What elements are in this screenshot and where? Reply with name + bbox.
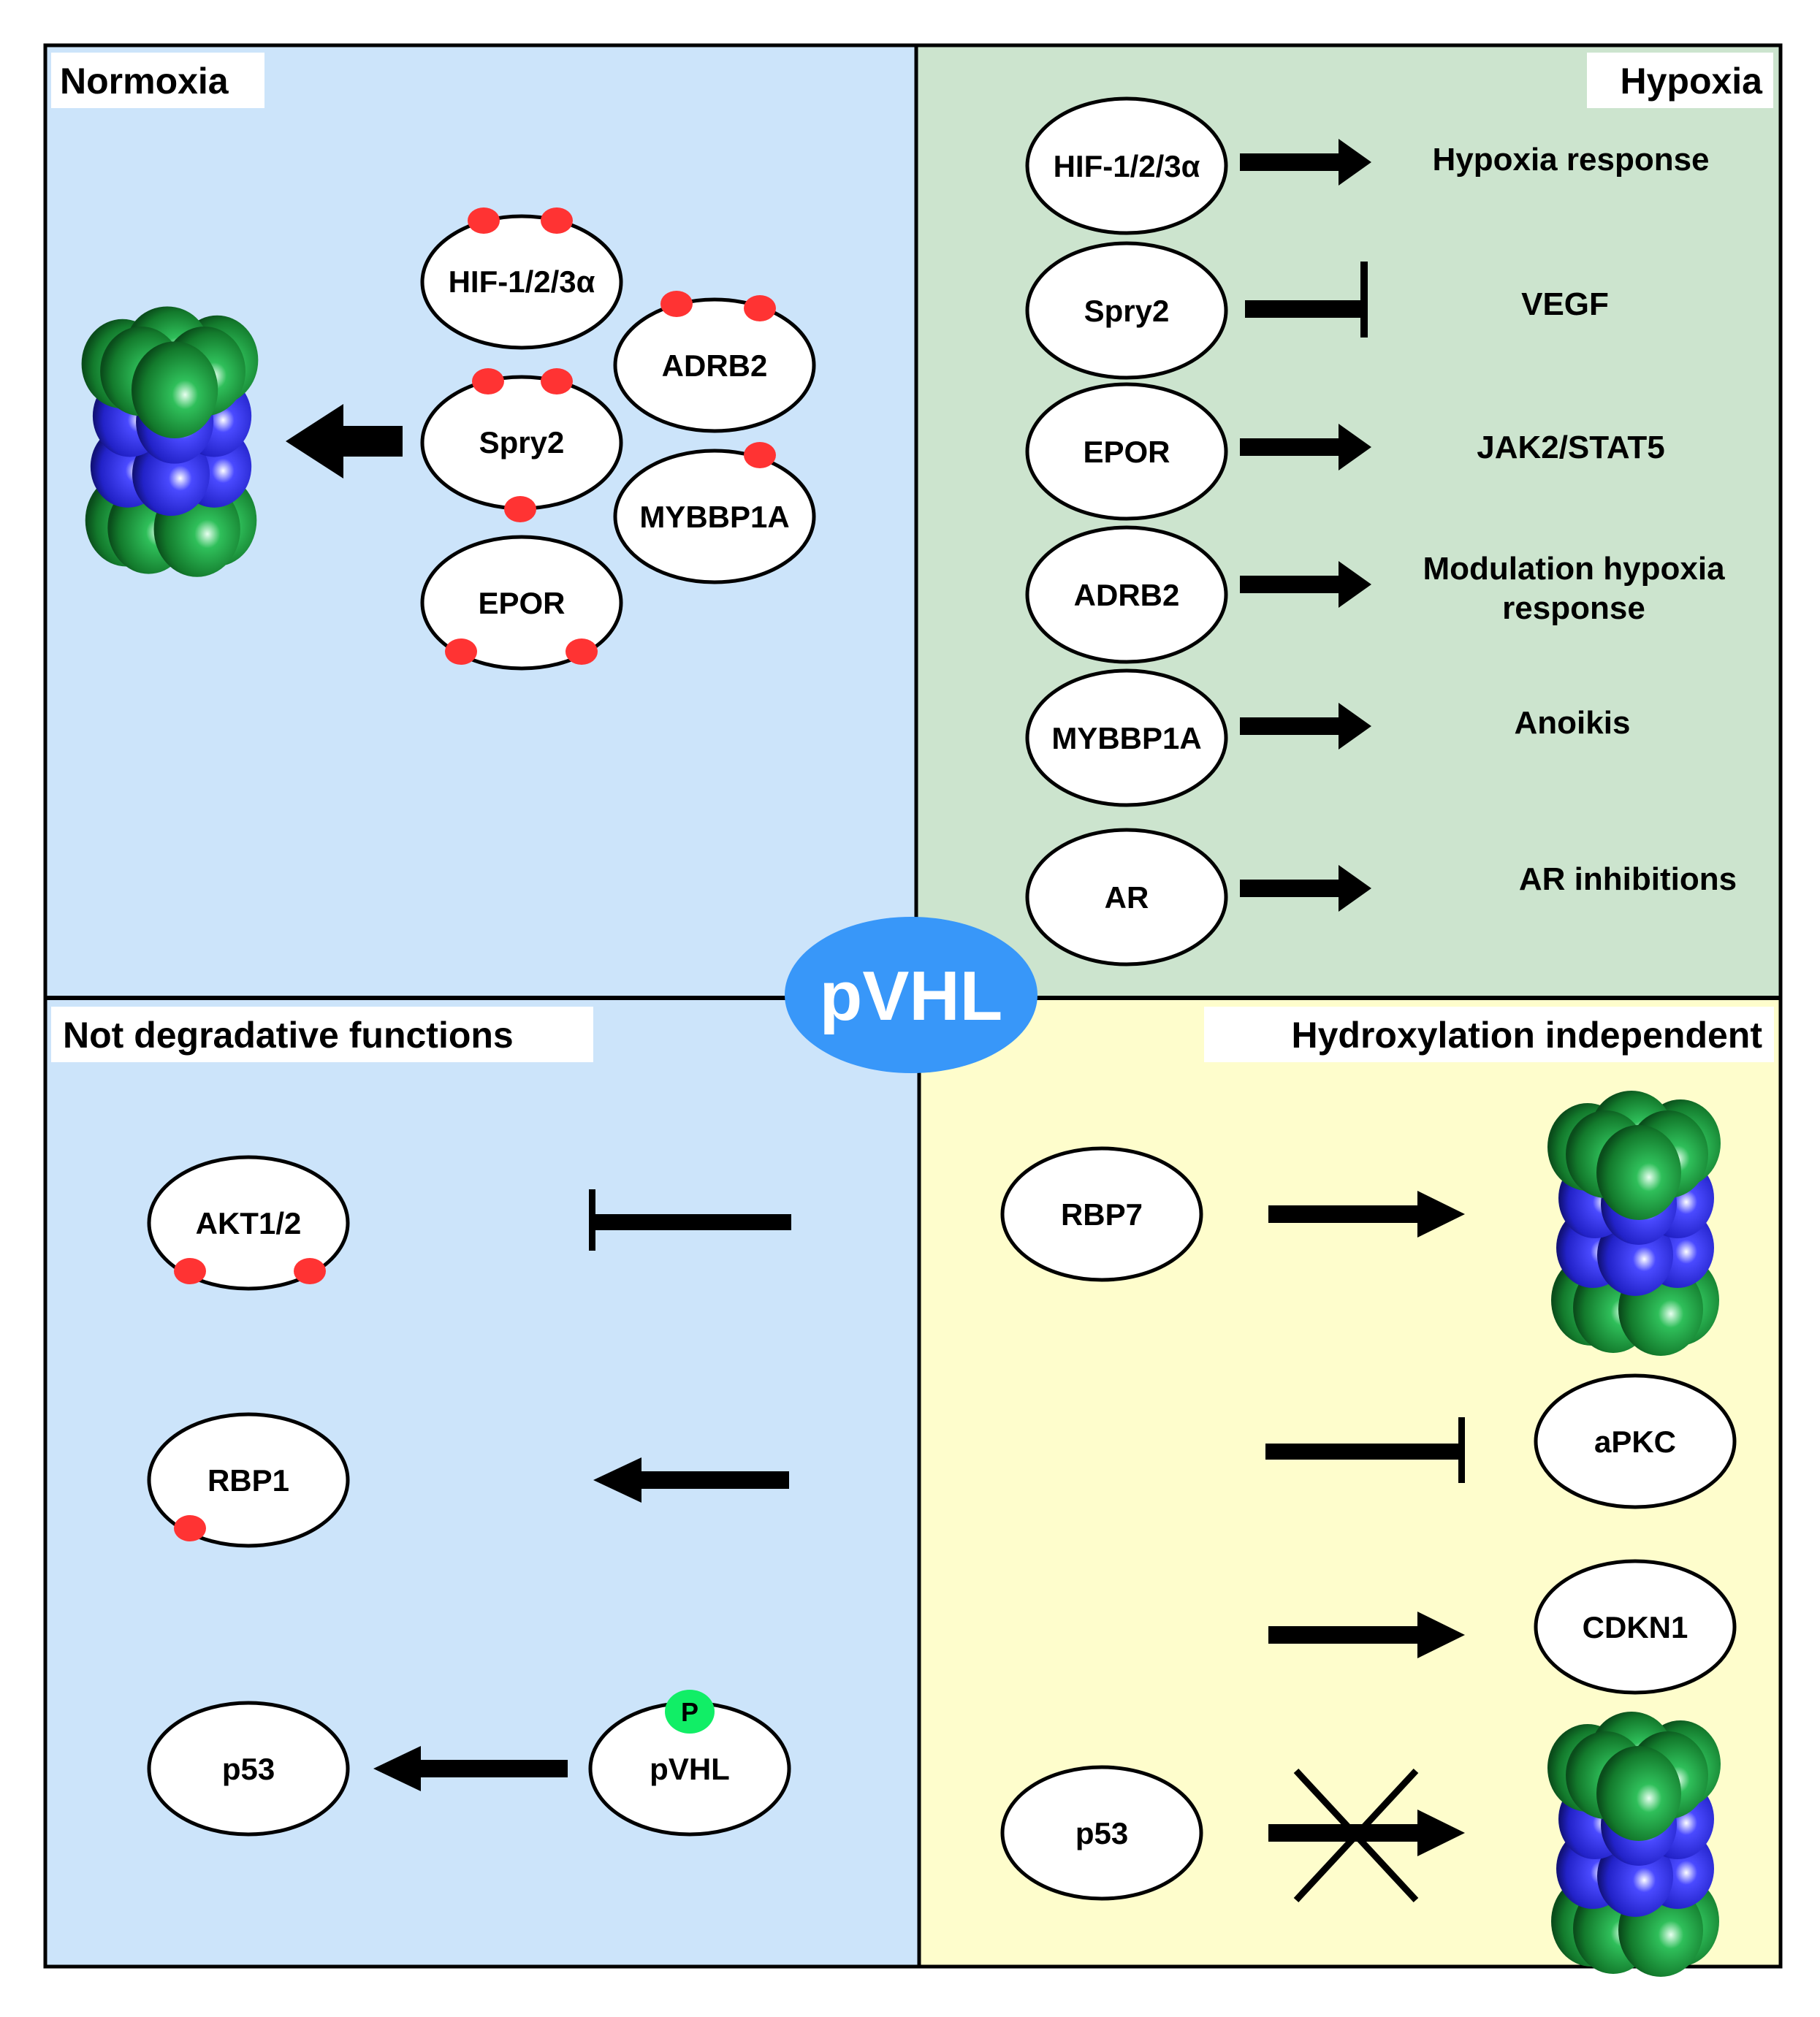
hi-row-cdkn1: CDKN1 [1268, 1559, 1737, 1695]
center-pvhl-label: pVHL [820, 957, 1003, 1035]
arrow-to-proteasome [286, 404, 403, 478]
inhibition-line [1265, 1444, 1461, 1460]
title-bg-hypoxia [1587, 53, 1773, 108]
blocked-arrow [1268, 1810, 1465, 1856]
title-bg-normoxia [51, 53, 264, 108]
hydroxyl-dot [294, 1258, 326, 1284]
protein-hif-normoxia: HIF-1/2/3α [420, 207, 623, 350]
hydroxyl-dot [541, 207, 573, 234]
hydroxyl-dot [744, 295, 776, 321]
hydroxyl-dot [472, 368, 504, 394]
protein-mybbp1a-normoxia: MYBBP1A [613, 442, 816, 584]
svg-text:EPOR: EPOR [1083, 435, 1170, 469]
hypoxia-row-epor: EPOR JAK2/STAT5 [1025, 382, 1665, 521]
hydroxyl-dot [566, 638, 598, 665]
svg-text:Spry2: Spry2 [1084, 294, 1170, 328]
protein-adrb2-normoxia: ADRB2 [613, 291, 816, 433]
activation-arrow [1240, 865, 1371, 912]
svg-text:ADRB2: ADRB2 [1074, 578, 1180, 612]
hydroxyl-dot [468, 207, 500, 234]
svg-text:MYBBP1A: MYBBP1A [639, 500, 789, 534]
hydroxyl-dot [174, 1258, 206, 1284]
hydroxyl-dot [744, 442, 776, 468]
svg-text:CDKN1: CDKN1 [1583, 1610, 1688, 1644]
panel-title-hydroxylation-independent: Hydroxylation independent [1291, 1015, 1762, 1056]
panel-title-normoxia: Normoxia [60, 61, 229, 102]
panel-title-hypoxia: Hypoxia [1620, 61, 1763, 102]
protein-epor-normoxia: EPOR [420, 535, 623, 671]
proteasome-normoxia [81, 306, 259, 577]
svg-text:AKT1/2: AKT1/2 [196, 1206, 302, 1240]
nd-row-rbp1: RBP1 [147, 1412, 789, 1548]
hi-row-p53: p53 [1000, 1712, 1721, 1977]
svg-text:aPKC: aPKC [1594, 1425, 1676, 1459]
panel-title-not-degradative: Not degradative functions [63, 1015, 514, 1056]
svg-text:p53: p53 [222, 1752, 275, 1786]
center-pvhl-badge: pVHL [785, 917, 1037, 1073]
proteasome-rbp7 [1547, 1091, 1721, 1356]
svg-text:AR: AR [1105, 880, 1149, 915]
activation-arrow [1268, 1191, 1465, 1238]
svg-text:response: response [1502, 590, 1645, 626]
hi-row-apkc: aPKC [1265, 1373, 1737, 1509]
nd-row-akt: AKT1/2 [147, 1155, 791, 1291]
svg-text:pVHL: pVHL [650, 1752, 730, 1786]
hydroxyl-dot [660, 291, 693, 317]
svg-text:VEGF: VEGF [1521, 286, 1609, 322]
nd-row-p53: p53 pVHL P [147, 1690, 791, 1837]
hypoxia-row-ar: AR AR inhibitions [1025, 828, 1737, 966]
svg-text:HIF-1/2/3α: HIF-1/2/3α [1054, 149, 1200, 183]
proteasome-p53 [1547, 1712, 1721, 1977]
hypoxia-row-spry2: Spry2 VEGF [1025, 241, 1609, 380]
arrow-left [593, 1457, 789, 1503]
block-cross [1293, 1768, 1419, 1903]
inhibition-bar [1360, 262, 1368, 338]
hi-row-rbp7: RBP7 [1000, 1091, 1721, 1356]
svg-text:Spry2: Spry2 [479, 425, 565, 460]
inhibition-line [593, 1214, 791, 1230]
hydroxyl-dot [445, 638, 477, 665]
svg-text:Modulation hypoxia: Modulation hypoxia [1423, 551, 1725, 587]
outer-border [43, 43, 1783, 1969]
hydroxyl-dot [174, 1515, 206, 1541]
svg-text:ADRB2: ADRB2 [662, 348, 768, 383]
inhibition-line [1245, 300, 1368, 318]
activation-arrow [1240, 424, 1371, 470]
svg-text:JAK2/STAT5: JAK2/STAT5 [1477, 430, 1665, 465]
phospho-badge [665, 1690, 715, 1734]
inhibition-bar [589, 1189, 595, 1251]
title-bg-not-degradative [51, 1007, 593, 1062]
arrow-left [373, 1746, 568, 1791]
title-bg-hydroxylation [1204, 1007, 1774, 1062]
hypoxia-row-adrb2: ADRB2 Modulation hypoxia response [1025, 525, 1725, 664]
svg-text:MYBBP1A: MYBBP1A [1051, 721, 1201, 755]
svg-text:RBP7: RBP7 [1061, 1197, 1143, 1232]
activation-arrow [1268, 1612, 1465, 1658]
hydroxyl-dot [541, 368, 573, 394]
hypoxia-row-hif: HIF-1/2/3α Hypoxia response [1025, 96, 1710, 235]
svg-text:HIF-1/2/3α: HIF-1/2/3α [449, 264, 595, 299]
activation-arrow [1240, 139, 1371, 186]
protein-spry2-normoxia: Spry2 [420, 368, 623, 522]
svg-text:Hypoxia response: Hypoxia response [1432, 142, 1709, 178]
inhibition-bar [1458, 1417, 1465, 1483]
activation-arrow [1240, 561, 1371, 608]
hypoxia-row-mybbp1a: MYBBP1A Anoikis [1025, 668, 1631, 807]
svg-text:Anoikis: Anoikis [1515, 705, 1631, 741]
phospho-badge-label: P [681, 1697, 698, 1727]
svg-text:EPOR: EPOR [478, 586, 565, 620]
svg-text:AR inhibitions: AR inhibitions [1519, 861, 1737, 897]
hydroxyl-dot [504, 496, 536, 522]
svg-text:p53: p53 [1075, 1816, 1128, 1850]
activation-arrow [1240, 703, 1371, 750]
svg-text:RBP1: RBP1 [207, 1463, 289, 1498]
